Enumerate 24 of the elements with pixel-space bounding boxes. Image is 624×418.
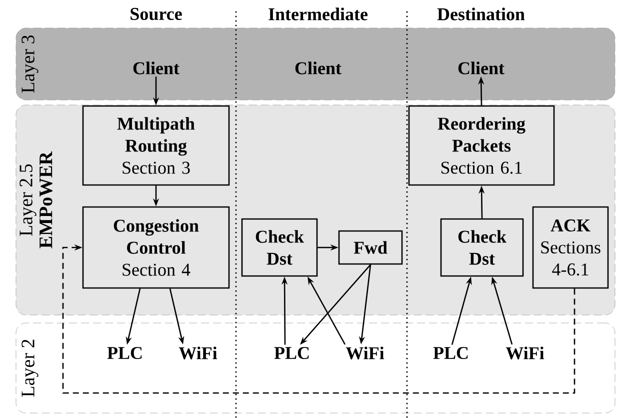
process-box: Check Dst: [440, 218, 524, 277]
process-box: Fwd: [338, 230, 403, 265]
node-label: WiFi: [178, 346, 218, 360]
node-label: Client: [133, 62, 180, 74]
process-box: Check Dst: [241, 218, 318, 277]
column-heading: Source: [130, 8, 182, 20]
layer-label: EMPoWER: [40, 151, 52, 248]
process-box: ACK Sections 4-6.1: [532, 206, 609, 289]
column-heading: Intermediate: [268, 8, 368, 20]
layer-label: Layer 2: [22, 340, 38, 397]
arrow: [62, 244, 576, 394]
layer-label: Layer 2.5: [20, 164, 36, 236]
process-box: Reordering Packets Section 6.1: [408, 105, 555, 186]
node-label: PLC: [107, 346, 142, 360]
client-label: Client: [295, 62, 342, 74]
process-box: Congestion Control Section 4: [82, 206, 230, 289]
node-label: PLC: [433, 346, 468, 360]
node-label: WiFi: [506, 346, 544, 360]
node-label: WiFi: [346, 346, 384, 360]
layer-label: Layer 3: [22, 35, 38, 93]
process-box: Multipath Routing Section 3: [82, 105, 230, 186]
node-label: PLC: [274, 346, 309, 360]
node-label: Client: [458, 62, 504, 74]
column-heading: Destination: [437, 8, 525, 20]
